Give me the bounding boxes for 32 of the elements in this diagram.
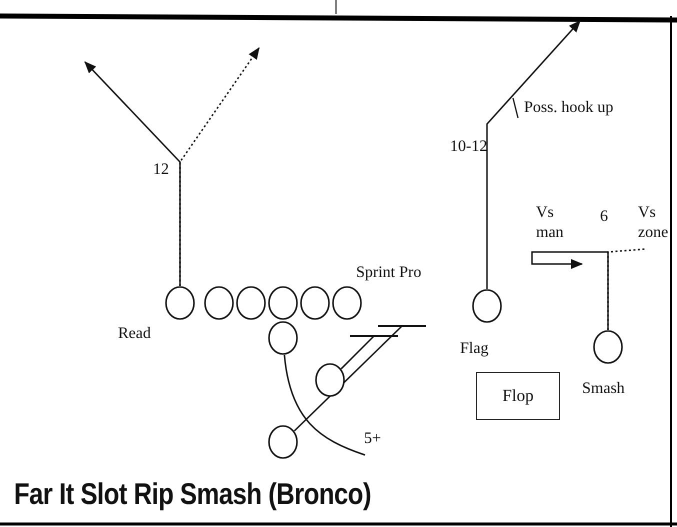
player-circle <box>300 286 330 320</box>
player-label: Smash <box>582 380 625 398</box>
route-line <box>607 248 646 330</box>
player-circle <box>268 286 298 320</box>
block-route <box>340 335 399 370</box>
player-label: Flag <box>460 340 488 358</box>
player-circle <box>236 286 266 320</box>
route-label: 10-12 <box>450 138 488 156</box>
play-title: Far It Slot Rip Smash (Bronco) <box>14 478 372 512</box>
player-circle <box>472 289 502 323</box>
route-label: 12 <box>153 161 169 179</box>
route-arrow <box>84 61 181 286</box>
route-arrow <box>179 47 260 286</box>
player-circle <box>165 286 195 320</box>
route-arrow <box>486 20 581 289</box>
player-circle <box>268 321 298 355</box>
route-line <box>284 354 366 456</box>
route-label: Sprint Pro <box>356 264 422 282</box>
block-route <box>294 325 427 432</box>
player-circle <box>268 425 298 459</box>
player-circle <box>332 286 362 320</box>
route-label: 5+ <box>364 430 382 448</box>
route-arrow <box>531 251 609 330</box>
player-label: Read <box>118 325 151 343</box>
player-circle <box>593 330 623 364</box>
text-box: Flop <box>476 372 560 420</box>
route-label: 6 <box>600 208 608 226</box>
player-circle <box>315 363 345 397</box>
route-label: Vs man <box>536 203 565 243</box>
route-label: Poss. hook up <box>524 99 614 117</box>
route-label: Vs zone <box>638 203 670 243</box>
player-circle <box>204 286 234 320</box>
